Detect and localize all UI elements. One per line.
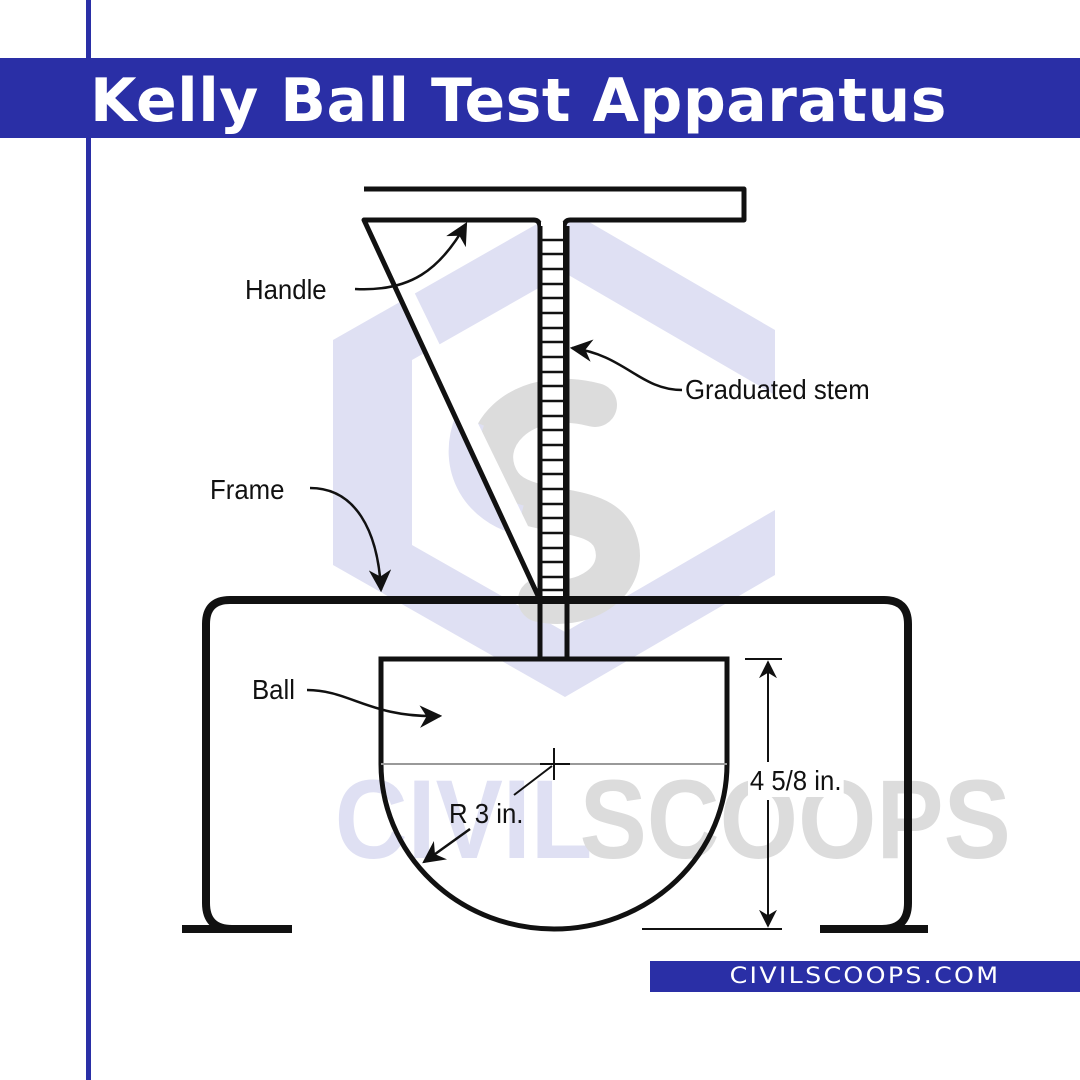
page-title: Kelly Ball Test Apparatus [90, 66, 947, 136]
label-graduated-stem: Graduated stem [685, 374, 870, 405]
label-radius: R 3 in. [449, 798, 524, 829]
site-badge [650, 961, 1080, 992]
label-frame: Frame [210, 474, 285, 505]
frame-shape [182, 596, 928, 933]
label-height-dimension: 4 5/8 in. [748, 765, 844, 797]
ball-shape [378, 656, 730, 932]
height-dimension [642, 658, 782, 930]
label-ball: Ball [252, 674, 295, 705]
graduated-stem-ticks [540, 238, 567, 592]
leader-arrows [306, 222, 683, 728]
svg-text:CIVIL: CIVIL [335, 757, 593, 882]
title-band [0, 58, 1080, 138]
label-handle: Handle [245, 274, 327, 305]
site-url: CIVILSCOOPS.COM [729, 964, 1001, 989]
handle-shape [361, 186, 747, 660]
left-accent-line [86, 0, 91, 1080]
